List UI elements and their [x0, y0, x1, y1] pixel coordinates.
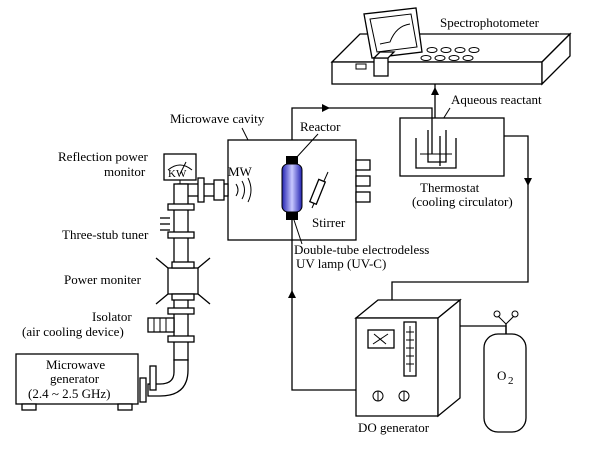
thermostat-label-line2: (cooling circulator): [412, 194, 513, 209]
generator-label-line2: generator: [50, 371, 100, 386]
thermostat-label-line1: Thermostat: [420, 180, 480, 195]
reflection-power-label-line1: Reflection power: [58, 149, 149, 164]
thermostat: [399, 117, 505, 177]
kw-label: KW: [168, 168, 187, 180]
reflection-power-monitor: [163, 153, 197, 184]
isolator-label-line2: (air cooling device): [22, 324, 124, 339]
lamp-label-line2: UV lamp (UV-C): [296, 256, 386, 271]
o2-label: O: [497, 368, 506, 383]
microwave-cavity-label: Microwave cavity: [170, 111, 265, 126]
isolator-label-line1: Isolator: [92, 309, 132, 324]
spectrophotometer: [330, 7, 572, 86]
stirrer: [308, 171, 329, 209]
lamp-label-line1: Double-tube electrodeless: [294, 242, 429, 257]
microwave-generator: [15, 353, 139, 411]
power-monitor-label: Power moniter: [64, 272, 142, 287]
three-stub-tuner-label: Three-stub tuner: [62, 227, 149, 242]
mw-label: MW: [228, 164, 253, 179]
stirrer-label: Stirrer: [312, 215, 346, 230]
waveguide: [139, 177, 229, 403]
spectrophotometer-label: Spectrophotometer: [440, 15, 540, 30]
do-generator-label: DO generator: [358, 420, 430, 435]
microwave-waves: [235, 177, 252, 203]
reactor-label: Reactor: [300, 119, 341, 134]
reflection-power-label-line2: monitor: [104, 164, 146, 179]
o2-subscript: 2: [508, 375, 514, 387]
uv-lamp-reactor: [281, 156, 303, 220]
o2-cylinder: [483, 310, 527, 433]
do-generator: [354, 298, 462, 418]
generator-label-line3: (2.4 ~ 2.5 GHz): [28, 386, 111, 401]
aqueous-reactant-label: Aqueous reactant: [451, 92, 542, 107]
generator-label-line1: Microwave: [46, 357, 105, 372]
